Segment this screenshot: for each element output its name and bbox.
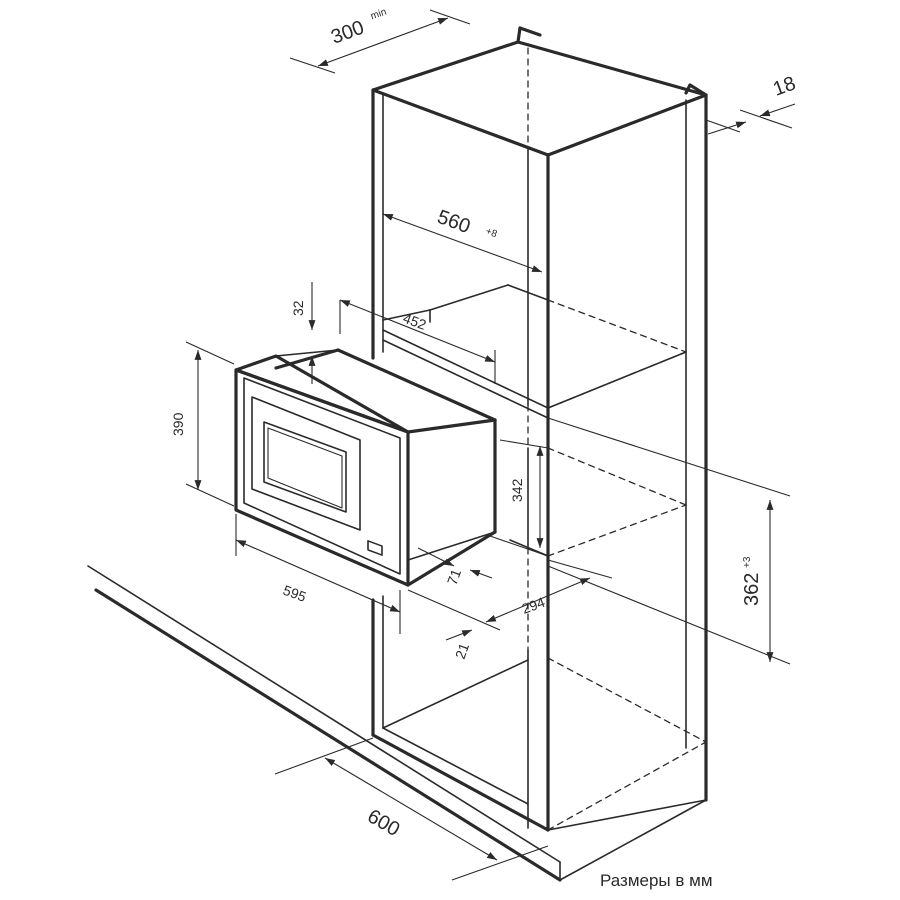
hidden-lines [527, 47, 707, 831]
label-560-tol: +8 [484, 226, 499, 240]
label-300: 300 [328, 17, 367, 49]
label-300-min: min [369, 7, 388, 23]
units-note: Размеры в мм [600, 871, 713, 890]
label-21: 21 [452, 641, 472, 661]
label-600: 600 [364, 805, 404, 841]
label-294: 294 [520, 594, 548, 617]
microwave [234, 348, 497, 587]
label-362-tol: +3 [742, 556, 753, 568]
label-452: 452 [401, 310, 429, 333]
label-342: 342 [509, 478, 525, 502]
label-560: 560 [434, 206, 473, 238]
label-390: 390 [170, 412, 186, 436]
label-71: 71 [444, 567, 464, 587]
label-595: 595 [281, 582, 309, 605]
cabinet [371, 26, 708, 832]
dimension-lines [185, 9, 796, 881]
label-32: 32 [290, 300, 306, 316]
label-362: 362 [741, 573, 763, 606]
label-18: 18 [770, 72, 798, 100]
